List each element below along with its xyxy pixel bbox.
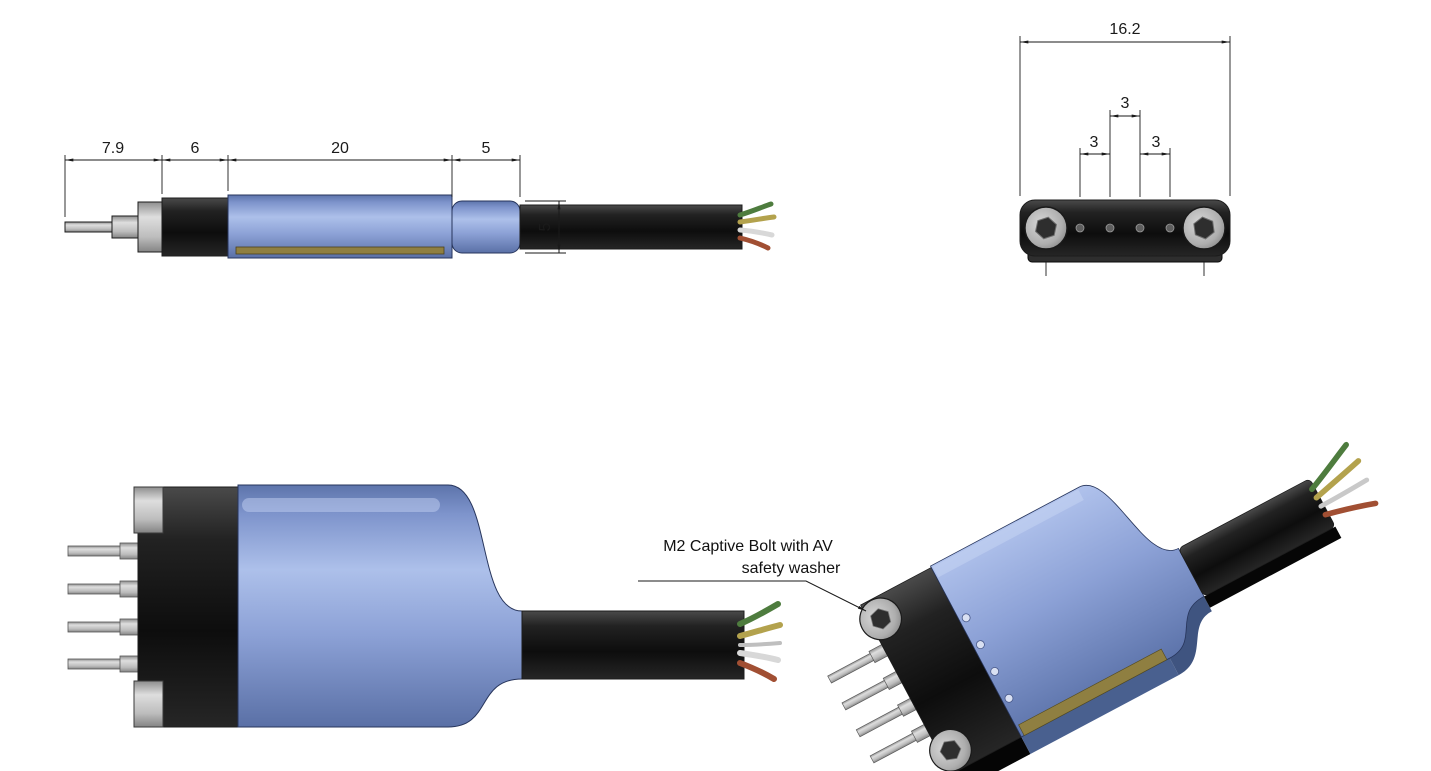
flange-hole-1 bbox=[961, 613, 971, 623]
dim-label-nut-length: 6 bbox=[191, 140, 200, 157]
body-top-highlight bbox=[932, 489, 1084, 578]
cable-wires bbox=[737, 201, 777, 251]
pin-shaft bbox=[67, 583, 123, 595]
cable-sleeve bbox=[519, 204, 743, 250]
iso-pins bbox=[827, 644, 931, 764]
hex-socket-lower-icon bbox=[939, 740, 962, 761]
wire-red bbox=[737, 235, 771, 251]
wire-gray bbox=[738, 641, 782, 647]
end-view-dimensions: 16.2 3 3 3 bbox=[1019, 21, 1231, 276]
captive-bolt-top bbox=[133, 486, 164, 534]
contact-hole-4 bbox=[1165, 223, 1175, 233]
pin-shaft bbox=[67, 545, 123, 557]
leader-line bbox=[638, 580, 867, 612]
pin-collar bbox=[111, 215, 139, 239]
pin-2 bbox=[67, 580, 139, 598]
body-side-face bbox=[1021, 658, 1179, 754]
wire-white bbox=[737, 227, 775, 238]
contact-hole-3 bbox=[1135, 223, 1145, 233]
pin-shaft bbox=[855, 705, 905, 738]
contact-hole-2 bbox=[1105, 223, 1115, 233]
cable-sleeve bbox=[521, 610, 745, 680]
wire-green bbox=[737, 601, 781, 627]
pin-collar bbox=[119, 655, 139, 673]
pin-shaft bbox=[67, 621, 123, 633]
pin-4 bbox=[67, 655, 139, 673]
side-view-part bbox=[64, 194, 777, 259]
pin-shaft bbox=[64, 221, 118, 233]
dim-label-body-length: 20 bbox=[331, 140, 349, 157]
top-view-pins bbox=[67, 542, 139, 673]
pin-1 bbox=[67, 542, 139, 560]
cable-wires bbox=[1309, 441, 1379, 518]
block-side-face bbox=[950, 737, 1031, 771]
captive-bolt-bottom bbox=[133, 680, 164, 728]
dim-label-boot-height: 5 bbox=[537, 222, 554, 231]
lock-nut bbox=[161, 197, 229, 257]
pin-3 bbox=[67, 618, 139, 636]
pin-shaft bbox=[827, 652, 876, 684]
side-view-dimensions: 7.9 6 20 5 5 bbox=[64, 140, 566, 254]
top-view bbox=[67, 484, 783, 728]
dim-label-boot-length: 5 bbox=[482, 140, 491, 157]
callout-m2-bolt: M2 Captive Bolt with AV safety washer bbox=[638, 538, 867, 612]
flange-hole-3 bbox=[990, 667, 1000, 676]
wire-white bbox=[737, 650, 781, 663]
callout-line2: safety washer bbox=[742, 560, 841, 577]
dim-label-pitch-center: 3 bbox=[1121, 95, 1130, 112]
flange-hole-4 bbox=[1004, 693, 1014, 703]
dim-label-pin-length: 7.9 bbox=[102, 140, 124, 157]
end-view: 16.2 3 3 3 bbox=[1019, 21, 1231, 276]
pin-collar bbox=[119, 618, 139, 636]
body-highlight bbox=[242, 498, 440, 512]
wire-green bbox=[1309, 441, 1349, 493]
front-cap bbox=[137, 201, 163, 253]
pin-shaft bbox=[67, 658, 123, 670]
pin-shaft bbox=[869, 732, 919, 764]
wire-gray bbox=[1318, 477, 1370, 509]
pin-collar bbox=[119, 580, 139, 598]
main-body bbox=[237, 484, 523, 728]
wire-yellow bbox=[737, 214, 777, 225]
iso-view bbox=[827, 441, 1379, 771]
pin-collar bbox=[119, 542, 139, 560]
side-view: 7.9 6 20 5 5 bbox=[64, 140, 777, 259]
hex-socket-left-icon bbox=[1035, 216, 1057, 240]
pin-housing bbox=[1019, 199, 1231, 257]
flange-hole-2 bbox=[976, 640, 985, 650]
gold-strip bbox=[235, 246, 445, 255]
gold-strip bbox=[1018, 648, 1168, 736]
boot-step bbox=[451, 200, 521, 254]
hex-socket-right-icon bbox=[1193, 216, 1215, 240]
callout-line1: M2 Captive Bolt with AV bbox=[663, 538, 833, 555]
dim-label-pitch-right: 3 bbox=[1152, 134, 1161, 151]
wire-green bbox=[737, 201, 774, 218]
dim-label-overall-width: 16.2 bbox=[1109, 21, 1140, 38]
hex-socket-upper-icon bbox=[870, 608, 892, 630]
end-view-part bbox=[1019, 199, 1231, 263]
wire-yellow bbox=[737, 622, 783, 639]
wire-red bbox=[1322, 500, 1379, 518]
wire-red bbox=[737, 660, 777, 682]
pin-shaft bbox=[841, 679, 890, 711]
contact-hole-1 bbox=[1075, 223, 1085, 233]
wire-yellow bbox=[1313, 458, 1362, 501]
cable-wires bbox=[737, 601, 783, 682]
dim-label-pitch-left: 3 bbox=[1090, 134, 1099, 151]
cable-side-face bbox=[1203, 526, 1342, 608]
taper-side-face bbox=[1169, 596, 1212, 676]
